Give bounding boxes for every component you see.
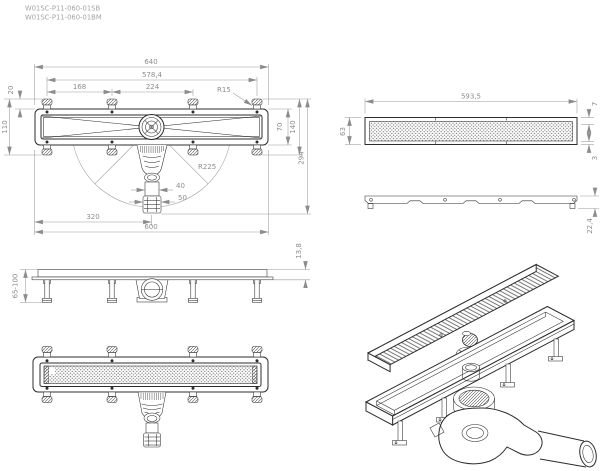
adjustable-legs <box>42 279 262 303</box>
trap-side <box>135 278 169 303</box>
dim-grate-top-length: 593,5 <box>461 93 481 101</box>
part-number-2: W01SC-P11-060-01BM <box>25 14 102 22</box>
dim-total-width: 640 <box>144 58 157 66</box>
grate-frame <box>364 117 578 145</box>
dim-flange-height: 13,8 <box>295 243 303 259</box>
channel-side-body <box>37 269 268 278</box>
trap-front <box>136 144 168 214</box>
grate-side-view: 22,4 <box>364 187 599 234</box>
dim-body-height: 140 <box>289 120 297 133</box>
dim-channel-width: 600 <box>144 223 157 231</box>
dim-leg-range: 65-100 <box>12 274 20 299</box>
grate-logo-blank <box>49 367 55 375</box>
assembled-view <box>32 346 269 448</box>
front-view: R225 <box>1 58 311 235</box>
iso-grate <box>366 263 560 373</box>
iso-siphon <box>429 386 597 468</box>
grate-top-dimensions: 593,5 63 7 3 <box>339 93 599 161</box>
dim-coupling-dia: 50 <box>178 194 187 202</box>
assembled-grate <box>43 365 258 384</box>
front-view-dimensions: 640 578,4 168 224 R15 20 110 70 <box>1 58 311 235</box>
dim-pitch-left: 168 <box>73 83 86 91</box>
mounting-clips <box>41 98 263 156</box>
part-number-1: W01SC-P11-060-01SB <box>25 5 100 13</box>
outlet-pipe <box>144 181 160 197</box>
dim-grate-edge-height: 7 <box>591 102 599 106</box>
dim-outlet-center-x: 320 <box>86 213 99 221</box>
iso-channel <box>364 305 576 446</box>
title-block: W01SC-P11-060-01SB W01SC-P11-060-01BM <box>25 5 102 22</box>
siphon-outlet <box>537 430 597 468</box>
dim-channel-depth: 70 <box>276 123 284 132</box>
dim-swivel-radius: R225 <box>198 163 216 171</box>
seal-hatching <box>140 146 164 153</box>
dim-corner-radius: R15 <box>217 86 231 94</box>
channel-side-view: 13,8 65-100 <box>12 243 310 303</box>
dim-overall-height: 294 <box>298 151 306 165</box>
grate-side-dimensions: 22,4 <box>578 187 599 234</box>
dim-grate-length: 578,4 <box>142 71 163 79</box>
dim-grate-hook-height: 22,4 <box>586 218 594 234</box>
dim-grate-top-width: 63 <box>339 127 347 136</box>
grate-profile <box>364 195 578 204</box>
dim-side-height: 110 <box>1 120 9 133</box>
siphon-body <box>438 407 543 465</box>
isometric-view <box>364 263 597 468</box>
dim-clip-offset: 20 <box>7 86 15 95</box>
assembled-clips <box>41 346 263 403</box>
iso-drain-cap <box>462 331 478 347</box>
channel-side-dimensions: 13,8 65-100 <box>12 243 310 303</box>
drain-head <box>138 114 165 140</box>
dim-grate-thickness: 3 <box>591 156 599 160</box>
grate-top-view: 593,5 63 7 3 <box>339 93 599 161</box>
assembled-trap <box>137 391 167 448</box>
grate-perforation <box>369 121 573 142</box>
dim-outlet-dia: 40 <box>176 182 185 190</box>
dim-pitch-center: 224 <box>146 83 160 91</box>
